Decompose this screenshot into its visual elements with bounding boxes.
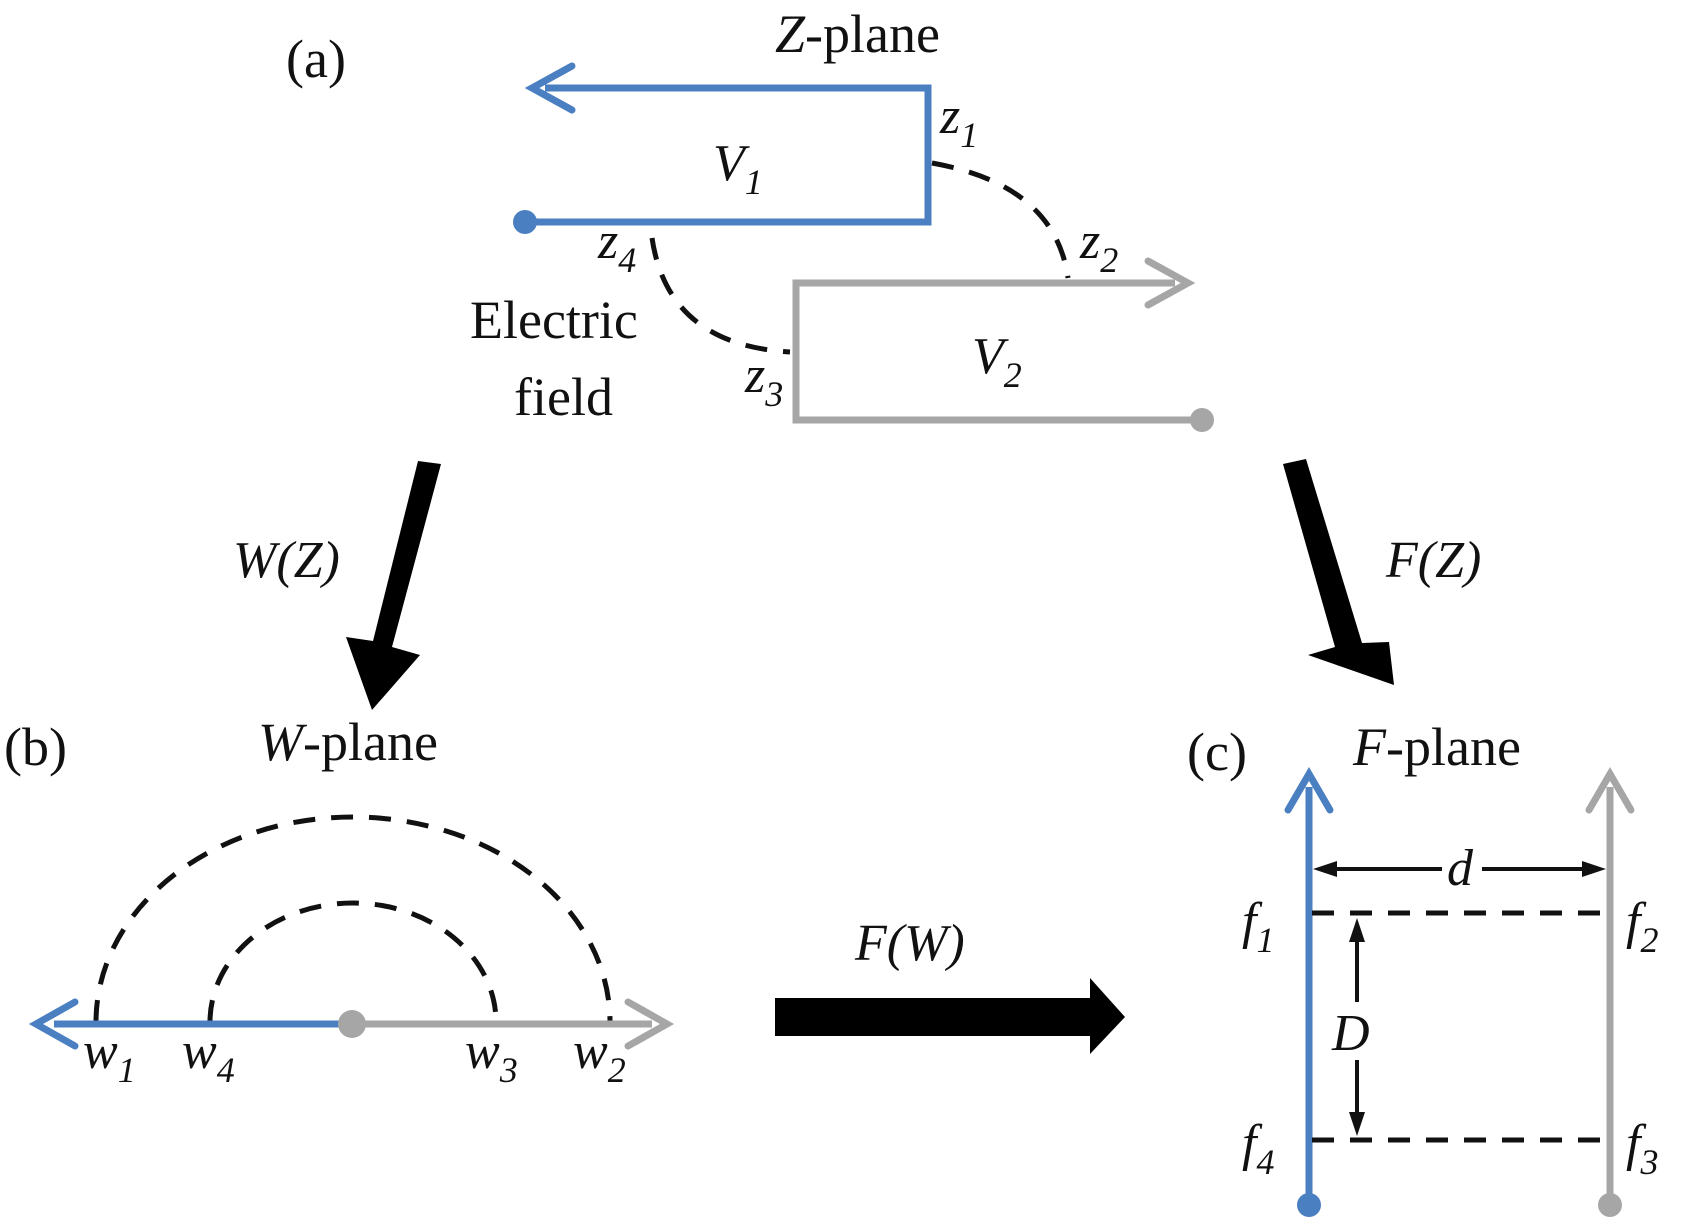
electrode-v1 <box>513 62 932 234</box>
electrode-v1-terminal-dot <box>513 210 537 234</box>
panel-c-label: (c) <box>1187 722 1247 782</box>
f-blue-terminal-dot <box>1297 1193 1321 1217</box>
fw-label: F(W) <box>854 915 965 972</box>
w2-label: w2 <box>573 1023 626 1090</box>
inner-field-semicircle <box>207 900 499 1023</box>
z-plane-title: Z-plane <box>775 4 940 64</box>
z3-label: z3 <box>744 347 783 414</box>
d-label: d <box>1447 840 1474 897</box>
mapping-arrow-fz <box>1283 459 1394 685</box>
electrode-v1-arrowhead <box>524 62 576 114</box>
f-gray-terminal-dot <box>1598 1193 1622 1217</box>
electric-field-label-line2: field <box>514 367 613 427</box>
z2-label: z2 <box>1079 213 1118 280</box>
f-blue-arrowhead <box>1284 767 1334 814</box>
v2-label: V2 <box>972 328 1022 395</box>
mapping-arrow-wz <box>346 461 441 710</box>
field-line-z1-z2 <box>931 160 1071 279</box>
v1-label: V1 <box>713 135 763 202</box>
w-gray-arrowhead <box>624 998 675 1050</box>
w-gray-ray <box>352 998 675 1050</box>
w4-label: w4 <box>182 1023 235 1090</box>
panel-b: (b) W-plane w1 w4 w3 w2 <box>4 712 675 1090</box>
z1-label: z1 <box>939 88 978 155</box>
w3-label: w3 <box>465 1023 518 1090</box>
electrode-v2-arrowhead <box>1144 257 1196 309</box>
f-gray-arrowhead <box>1585 767 1635 814</box>
f-gray-line <box>1585 767 1635 1217</box>
panel-c: (c) F-plane d D f1 f2 <box>1187 717 1658 1217</box>
panel-b-label: (b) <box>4 717 67 777</box>
w-origin-dot <box>338 1010 366 1038</box>
outer-field-semicircle <box>93 814 613 1023</box>
f-blue-line <box>1284 767 1334 1217</box>
w1-label: w1 <box>83 1023 136 1090</box>
z4-label: z4 <box>597 213 636 280</box>
fz-label: F(Z) <box>1385 532 1481 589</box>
f1-label: f1 <box>1242 893 1274 960</box>
panel-a-label: (a) <box>286 29 346 89</box>
f2-label: f2 <box>1626 893 1658 960</box>
mapping-arrow-fw <box>775 978 1125 1054</box>
panel-a: (a) Z-plane V1 V2 z1 z2 z3 z4 Electric f… <box>286 4 1214 432</box>
D-label: D <box>1331 1005 1370 1062</box>
w-blue-ray <box>28 998 352 1050</box>
w-blue-arrowhead <box>28 998 79 1050</box>
electrode-v2 <box>792 257 1214 432</box>
f-plane-title: F-plane <box>1352 717 1521 777</box>
wz-label: W(Z) <box>233 532 340 589</box>
field-line-z4-z3 <box>649 237 791 355</box>
f3-label: f3 <box>1626 1115 1658 1182</box>
w-plane-title: W-plane <box>258 712 438 772</box>
f4-label: f4 <box>1242 1115 1274 1182</box>
electrode-v2-terminal-dot <box>1190 408 1214 432</box>
electric-field-label-line1: Electric <box>470 290 638 350</box>
